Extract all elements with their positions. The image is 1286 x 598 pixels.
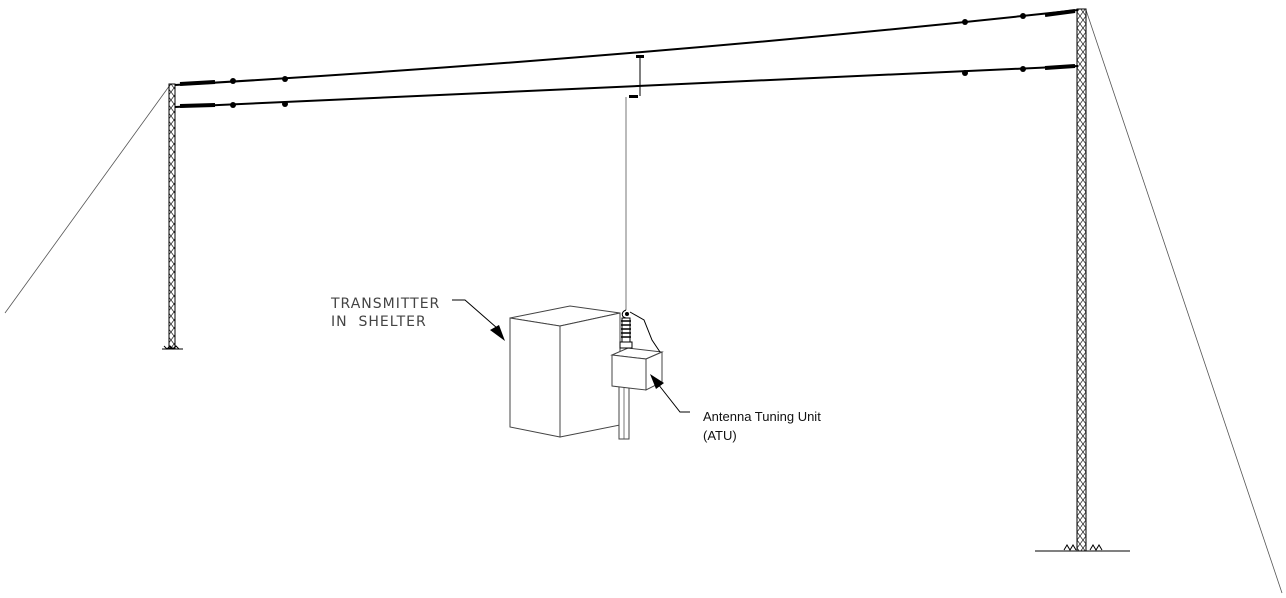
atu-label-line1: Antenna Tuning Unit <box>703 409 821 424</box>
atu-label-line2: (ATU) <box>703 428 737 443</box>
right-guy-wire <box>1085 9 1283 594</box>
feed-downlead <box>625 55 644 310</box>
transmitter-label-line1: TRANSMITTER <box>330 296 440 312</box>
atu-post <box>618 384 630 440</box>
right-mast <box>1035 8 1130 552</box>
left-mast <box>162 83 183 350</box>
lower-antenna-wire <box>174 64 1079 108</box>
transmitter-shelter <box>509 305 621 438</box>
wire-insulators <box>230 13 1026 108</box>
upper-antenna-wire <box>174 9 1079 86</box>
atu-box <box>610 309 664 391</box>
transmitter-label-line2: IN SHELTER <box>331 314 427 330</box>
transmitter-leader <box>452 299 505 341</box>
left-guy-wire <box>4 84 171 314</box>
atu-leader <box>650 374 690 413</box>
